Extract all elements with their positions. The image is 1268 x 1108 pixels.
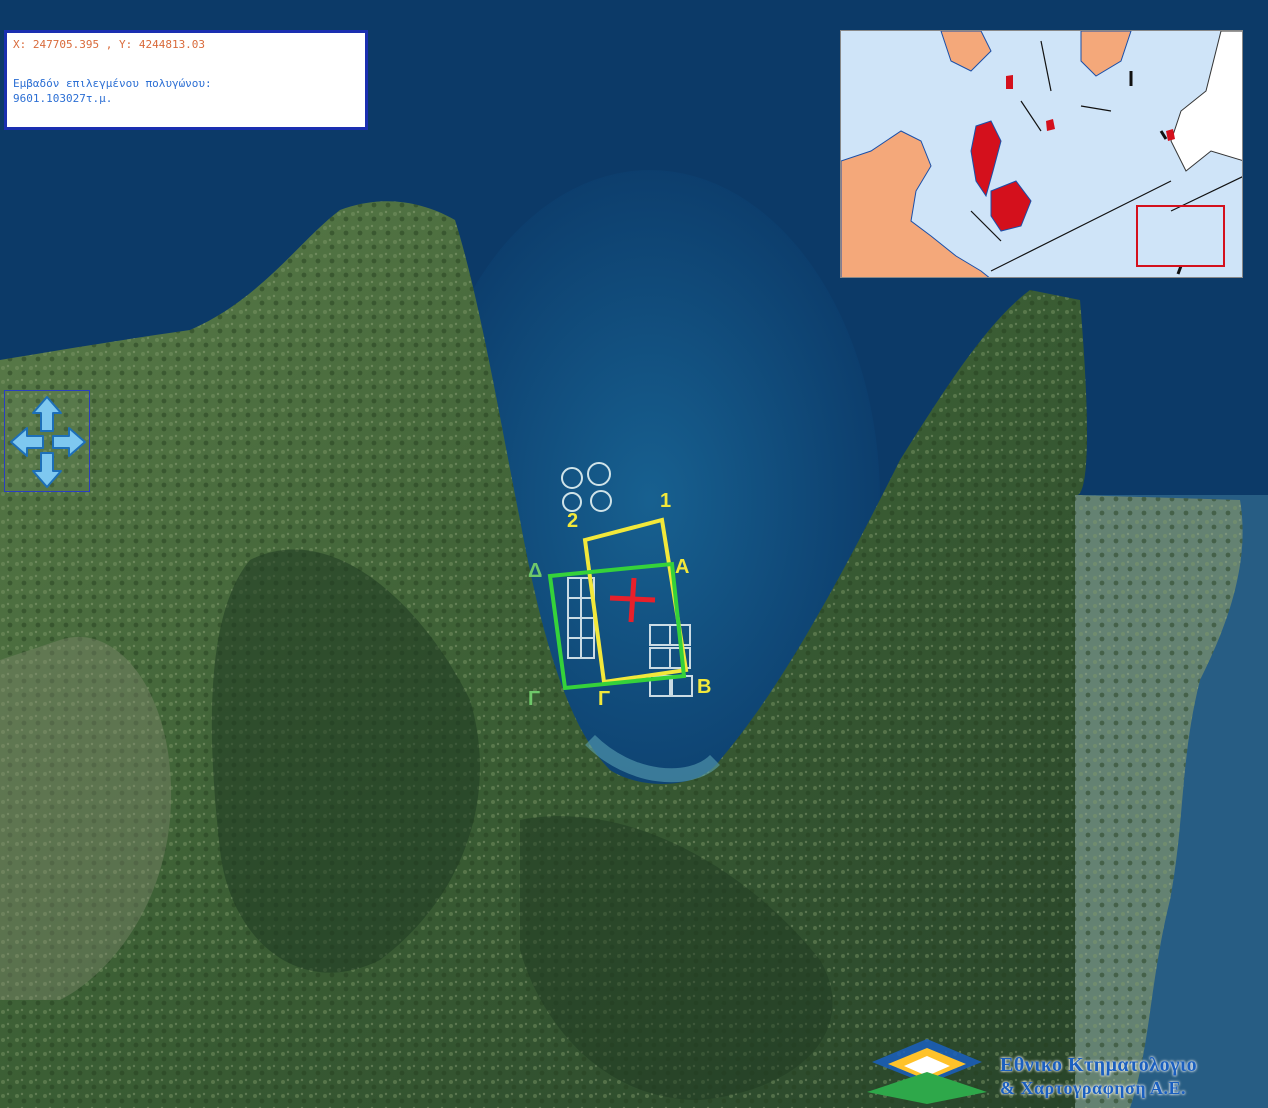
vertex-label-gamma-yellow: Γ: [598, 688, 611, 710]
cadastre-logo: Εθνικο Κτηματολογιο & Χαρτογραφηση Α.Ε.: [862, 1034, 1262, 1104]
pan-up-icon[interactable]: [32, 396, 62, 432]
vertex-label-gamma-green: Γ: [528, 688, 541, 710]
vertex-label-b: B: [697, 676, 712, 698]
vertex-label-1: 1: [660, 490, 672, 512]
pan-left-icon[interactable]: [10, 427, 44, 457]
pan-down-icon[interactable]: [32, 452, 62, 488]
vertex-label-delta: Δ: [528, 560, 543, 582]
logo-text-line2: & Χαρτογραφηση Α.Ε.: [1000, 1078, 1187, 1098]
area-value: 9601.103027τ.μ.: [13, 92, 113, 105]
overview-map[interactable]: [840, 30, 1243, 278]
green-polygon: [547, 561, 687, 691]
overview-selection-box: [1136, 205, 1225, 267]
pan-control: [4, 390, 90, 492]
overview-map-graphic: [841, 31, 1242, 277]
yellow-polygon: [582, 517, 689, 685]
vertex-label-a: A: [675, 556, 690, 578]
logo-text-line1: Εθνικο Κτηματολογιο: [1000, 1054, 1198, 1076]
pan-right-icon[interactable]: [52, 427, 86, 457]
vertex-label-2: 2: [567, 510, 579, 532]
position-marker: [609, 577, 656, 623]
cadastre-logo-icon: [867, 1039, 987, 1104]
info-panel: X: 247705.395 , Y: 4244813.03 Εμβαδόν επ…: [4, 30, 368, 130]
area-label: Εμβαδόν επιλεγμένου πολυγώνου:: [13, 77, 212, 90]
coordinates-readout: X: 247705.395 , Y: 4244813.03: [13, 38, 206, 51]
